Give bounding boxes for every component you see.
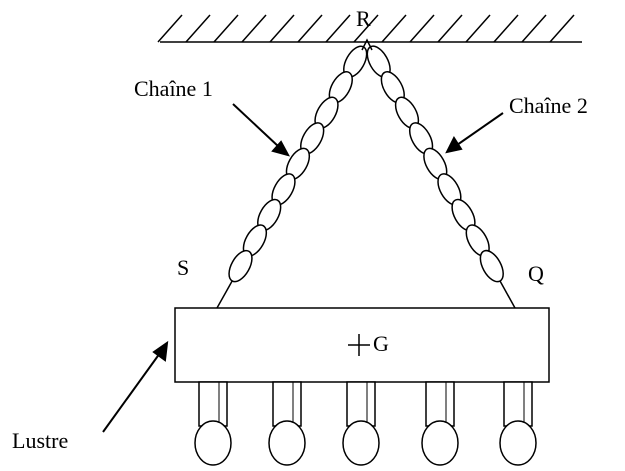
hatch-line bbox=[241, 14, 267, 43]
candle-holder bbox=[272, 381, 302, 427]
candle-holder bbox=[346, 381, 376, 427]
bulb bbox=[194, 420, 232, 466]
bulb bbox=[499, 420, 537, 466]
arrows bbox=[102, 103, 504, 433]
candle-holder bbox=[425, 381, 455, 427]
hatch-line bbox=[353, 14, 379, 43]
hatch-line bbox=[325, 14, 351, 43]
hatch-line bbox=[213, 14, 239, 43]
hatch-line bbox=[521, 14, 547, 43]
hatch-line bbox=[437, 14, 463, 43]
label-r: R bbox=[356, 6, 371, 31]
hatch-line bbox=[269, 14, 295, 43]
hatch-line bbox=[409, 14, 435, 43]
hatch-line bbox=[493, 14, 519, 43]
label-lustre: Lustre bbox=[12, 428, 69, 453]
label-chaine-2: Chaîne 2 bbox=[509, 93, 588, 118]
arrow-lustre bbox=[102, 340, 169, 433]
ceiling-hatching bbox=[157, 14, 575, 43]
chain-2 bbox=[366, 45, 516, 309]
hatch-line bbox=[465, 14, 491, 43]
hatch-line bbox=[549, 14, 575, 43]
candle-holder bbox=[198, 381, 228, 427]
label-s: S bbox=[177, 255, 190, 280]
chain-2-links bbox=[366, 45, 504, 283]
bulbs-group bbox=[194, 381, 537, 466]
label-q: Q bbox=[528, 261, 544, 286]
label-g: G bbox=[373, 331, 389, 356]
hatch-line bbox=[157, 14, 183, 43]
center-of-gravity-cross bbox=[348, 334, 370, 356]
chain-1-links bbox=[228, 45, 368, 283]
label-chaine-1: Chaîne 1 bbox=[134, 76, 213, 101]
bulb bbox=[342, 420, 380, 466]
hatch-line bbox=[381, 14, 407, 43]
chain-1-link bbox=[228, 249, 253, 283]
hook-r bbox=[361, 38, 373, 51]
ceiling bbox=[157, 14, 582, 43]
hatch-line bbox=[297, 14, 323, 43]
chain-1 bbox=[216, 45, 368, 309]
arrow-chaine-1 bbox=[232, 103, 290, 157]
bulb bbox=[421, 420, 459, 466]
hatch-line bbox=[185, 14, 211, 43]
bulb bbox=[268, 420, 306, 466]
candle-holder bbox=[503, 381, 533, 427]
arrow-chaine-2 bbox=[445, 112, 504, 154]
chain-2-link bbox=[479, 249, 504, 283]
